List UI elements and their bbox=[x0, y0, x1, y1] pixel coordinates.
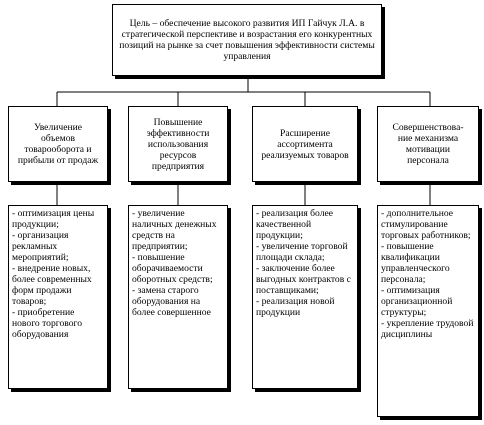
measure-item: - повышение оборачиваемости оборотных ср… bbox=[132, 252, 213, 285]
measure-item: - замена старого оборудования на более с… bbox=[132, 285, 211, 318]
goal-box: Цель – обеспечение высокого развития ИП … bbox=[112, 4, 382, 76]
direction-title: Совершенствова-ние механизма мотивации п… bbox=[392, 122, 464, 166]
measure-item: - оптимизация цены продукции; bbox=[12, 208, 95, 230]
direction-title: Расширение ассортимента реализуемых това… bbox=[261, 127, 349, 161]
direction-box-motivation: Совершенствова-ние механизма мотивации п… bbox=[377, 106, 479, 182]
direction-box-assortment: Расширение ассортимента реализуемых това… bbox=[252, 106, 358, 182]
direction-title: Повышение эффективности использования ре… bbox=[146, 116, 210, 172]
direction-box-sales: Увеличение объемов товарооборота и прибы… bbox=[8, 106, 108, 182]
measure-item: - реализация более качественной продукци… bbox=[256, 208, 334, 241]
measure-item: - реализация новой продукции bbox=[256, 296, 335, 318]
measure-item: - повышение квалификации управленческого… bbox=[381, 241, 450, 285]
measures-box-assortment: - реализация более качественной продукци… bbox=[252, 205, 358, 389]
direction-title: Увеличение объемов товарооборота и прибы… bbox=[17, 122, 99, 166]
measure-item: - увеличение наличных денежных средств н… bbox=[132, 208, 217, 252]
measure-item: - укрепление трудовой дисциплины bbox=[381, 318, 474, 340]
measures-box-motivation: - дополнительное стимулирование торговых… bbox=[377, 205, 479, 417]
measure-item: - дополнительное стимулирование торговых… bbox=[381, 208, 471, 241]
measure-item: - внедрение новых, более современных фор… bbox=[12, 263, 92, 307]
goal-text: Цель – обеспечение высокого развития ИП … bbox=[119, 18, 375, 62]
measures-box-sales: - оптимизация цены продукции; - организа… bbox=[8, 205, 108, 389]
measure-item: - оптимизация организационной структуры; bbox=[381, 285, 453, 318]
measure-item: - приобретение нового торгового оборудов… bbox=[12, 307, 82, 340]
direction-box-resources: Повышение эффективности использования ре… bbox=[128, 106, 228, 182]
measure-item: - организация рекламных мероприятий; bbox=[12, 230, 69, 263]
measure-item: - заключение более выгодных контрактов с… bbox=[256, 263, 351, 296]
measure-item: - увеличение торговой площади склада; bbox=[256, 241, 348, 263]
measures-box-resources: - увеличение наличных денежных средств н… bbox=[128, 205, 228, 389]
